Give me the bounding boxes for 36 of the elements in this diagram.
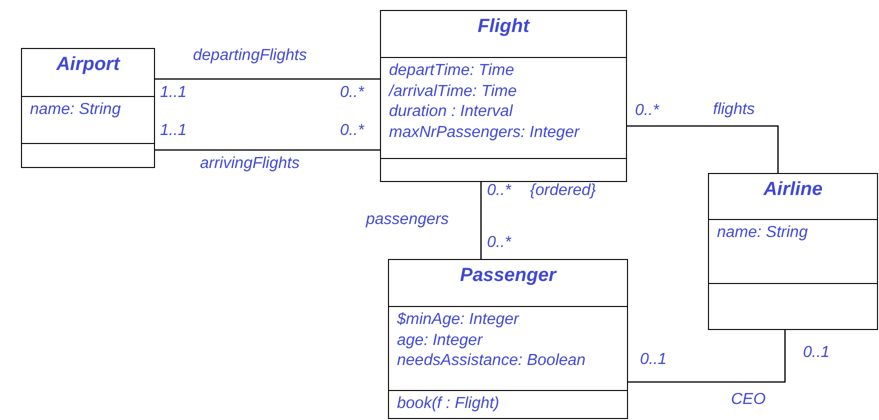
multiplicity-label: 0..* xyxy=(635,101,660,120)
association-line xyxy=(155,78,380,80)
attribute-text: /arrivalTime: Time xyxy=(389,82,517,102)
class-box xyxy=(708,173,878,330)
class-name: Passenger xyxy=(458,264,558,288)
association-line xyxy=(627,125,779,173)
class-box xyxy=(21,48,155,168)
role-name: arrivingFlights xyxy=(200,154,300,173)
operation-text: book(f : Flight) xyxy=(397,394,500,414)
attribute-text: name: String xyxy=(717,223,808,243)
class-box xyxy=(380,10,627,182)
multiplicity-label: 0..* xyxy=(487,181,512,200)
attribute-text: $minAge: Integer xyxy=(397,310,519,330)
multiplicity-label: 1..1 xyxy=(160,83,187,102)
constraint-label: {ordered} xyxy=(530,181,596,200)
role-name: departingFlights xyxy=(193,46,307,65)
attribute-text: name: String xyxy=(30,100,121,120)
class-name: Airport xyxy=(55,53,122,77)
multiplicity-label: 0..1 xyxy=(803,343,830,362)
association-line xyxy=(155,149,380,151)
role-name: flights xyxy=(713,100,755,119)
multiplicity-label: 0..* xyxy=(340,121,364,140)
class-name: Airline xyxy=(762,178,824,202)
attribute-text: needsAssistance: Boolean xyxy=(397,351,586,371)
attribute-text: duration : Interval xyxy=(389,102,513,122)
multiplicity-label: 1..1 xyxy=(160,121,187,140)
association-line xyxy=(480,182,482,259)
class-box xyxy=(388,259,628,419)
attribute-text: age: Integer xyxy=(397,330,482,350)
attribute-text: maxNrPassengers: Integer xyxy=(389,122,580,142)
multiplicity-label: 0..* xyxy=(487,233,512,252)
association-line xyxy=(628,330,786,383)
attribute-text: departTime: Time xyxy=(389,61,514,81)
class-name: Flight xyxy=(476,15,531,39)
multiplicity-label: 0..* xyxy=(340,83,364,102)
multiplicity-label: 0..1 xyxy=(640,350,667,369)
